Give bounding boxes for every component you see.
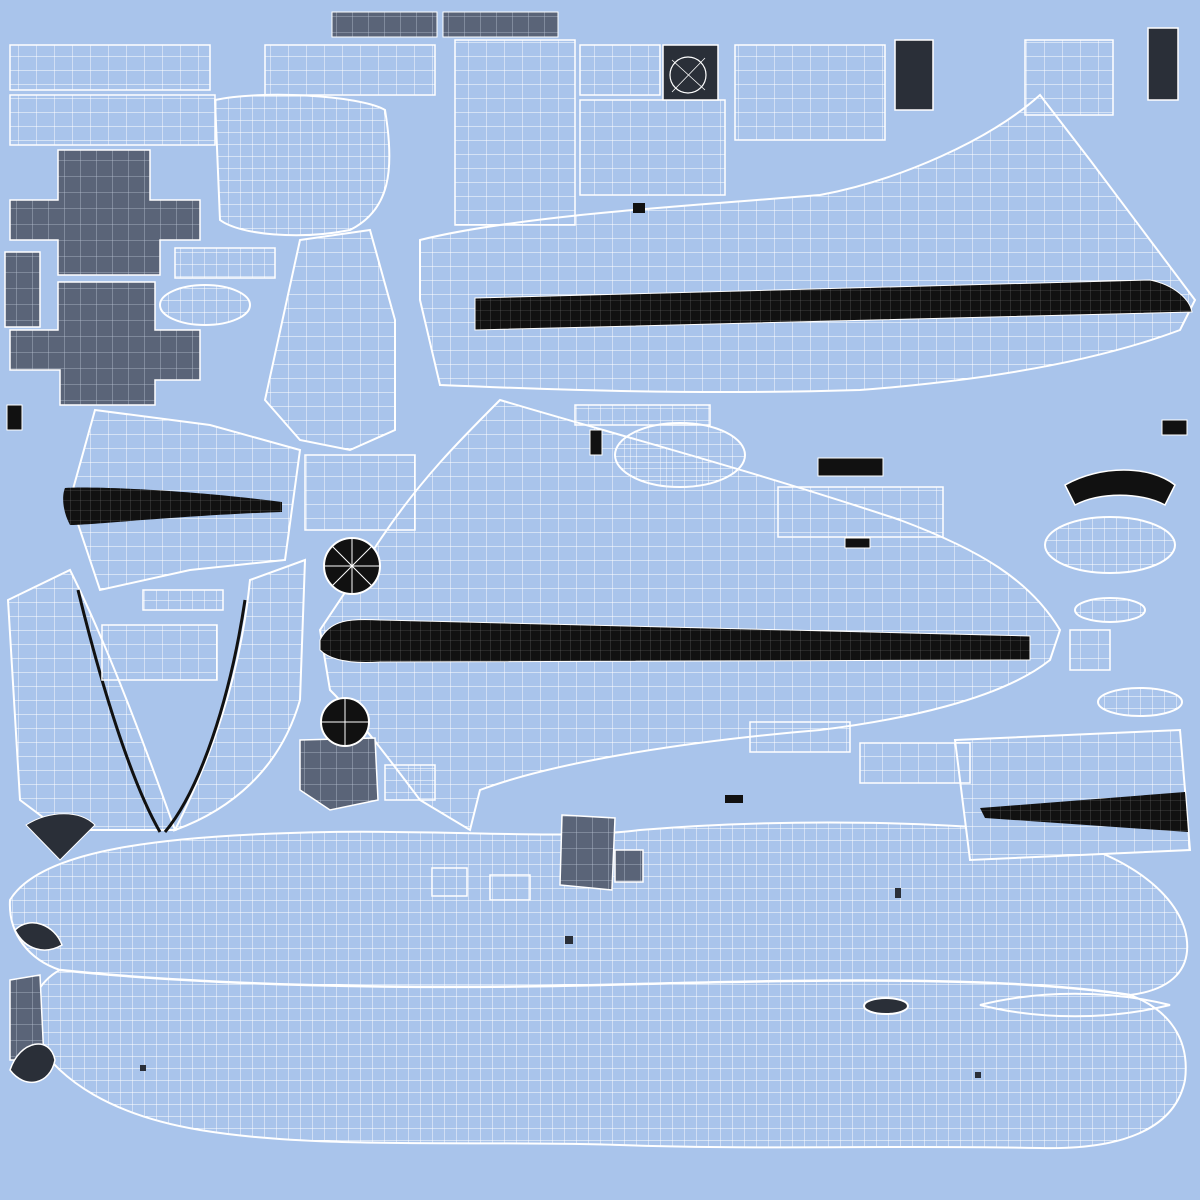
dark-disc-bottom-island	[320, 697, 370, 747]
lower-wing-right-island	[953, 728, 1192, 862]
left-wing-stripe	[63, 487, 282, 525]
upper-wing-right-island	[419, 93, 1197, 394]
dark-disc-top-island	[323, 537, 381, 595]
pod-ellipses	[159, 284, 1183, 717]
nose-cone-island	[9, 922, 63, 1084]
middle-wing-right-island	[318, 398, 1062, 832]
rect-islands	[9, 39, 1114, 901]
cockpit-dark-panels-island	[4, 27, 1179, 891]
decal-texture-island	[662, 44, 719, 101]
canopy-fan-island	[25, 469, 1176, 861]
tail-fin-island	[6, 93, 396, 833]
middle-wing-stripe	[319, 618, 1031, 663]
upper-wing-stripe	[474, 279, 1193, 331]
left-wing-island	[63, 408, 302, 592]
fuselage-vent	[863, 997, 909, 1015]
small-detail-strips	[6, 11, 1188, 803]
fuselage-main-island	[8, 821, 1189, 1150]
lower-wing-stripe	[980, 792, 1188, 832]
